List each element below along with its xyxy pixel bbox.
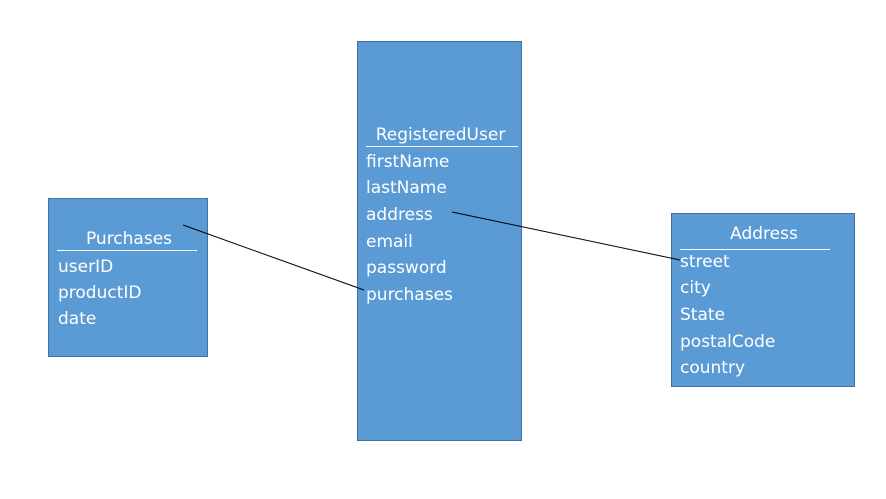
field-address: address: [366, 205, 433, 225]
field-firstname: firstName: [366, 152, 450, 172]
field-productid: productID: [58, 283, 142, 303]
field-userid: userID: [58, 257, 114, 277]
field-street: street: [680, 252, 730, 272]
field-city: city: [680, 278, 711, 298]
field-country: country: [680, 358, 746, 378]
entity-purchases-divider: [57, 250, 197, 251]
entity-registered-user: RegisteredUser firstName lastName addres…: [357, 41, 522, 441]
field-purchases: purchases: [366, 285, 453, 305]
entity-purchases-title: Purchases: [85, 229, 173, 249]
entity-address-divider: [680, 249, 830, 250]
field-email: email: [366, 232, 413, 252]
entity-address: Address street city State postalCode cou…: [671, 213, 855, 387]
field-date: date: [58, 309, 97, 329]
field-lastname: lastName: [366, 178, 447, 198]
field-password: password: [366, 258, 447, 278]
field-state: State: [680, 305, 725, 325]
entity-registered-user-divider: [366, 146, 518, 147]
connector-purchases-to-user: [182, 224, 365, 291]
field-postalcode: postalCode: [680, 332, 776, 352]
entity-address-title: Address: [730, 224, 798, 244]
entity-registered-user-title: RegisteredUser: [375, 125, 506, 145]
entity-purchases: Purchases userID productID date: [48, 198, 208, 357]
